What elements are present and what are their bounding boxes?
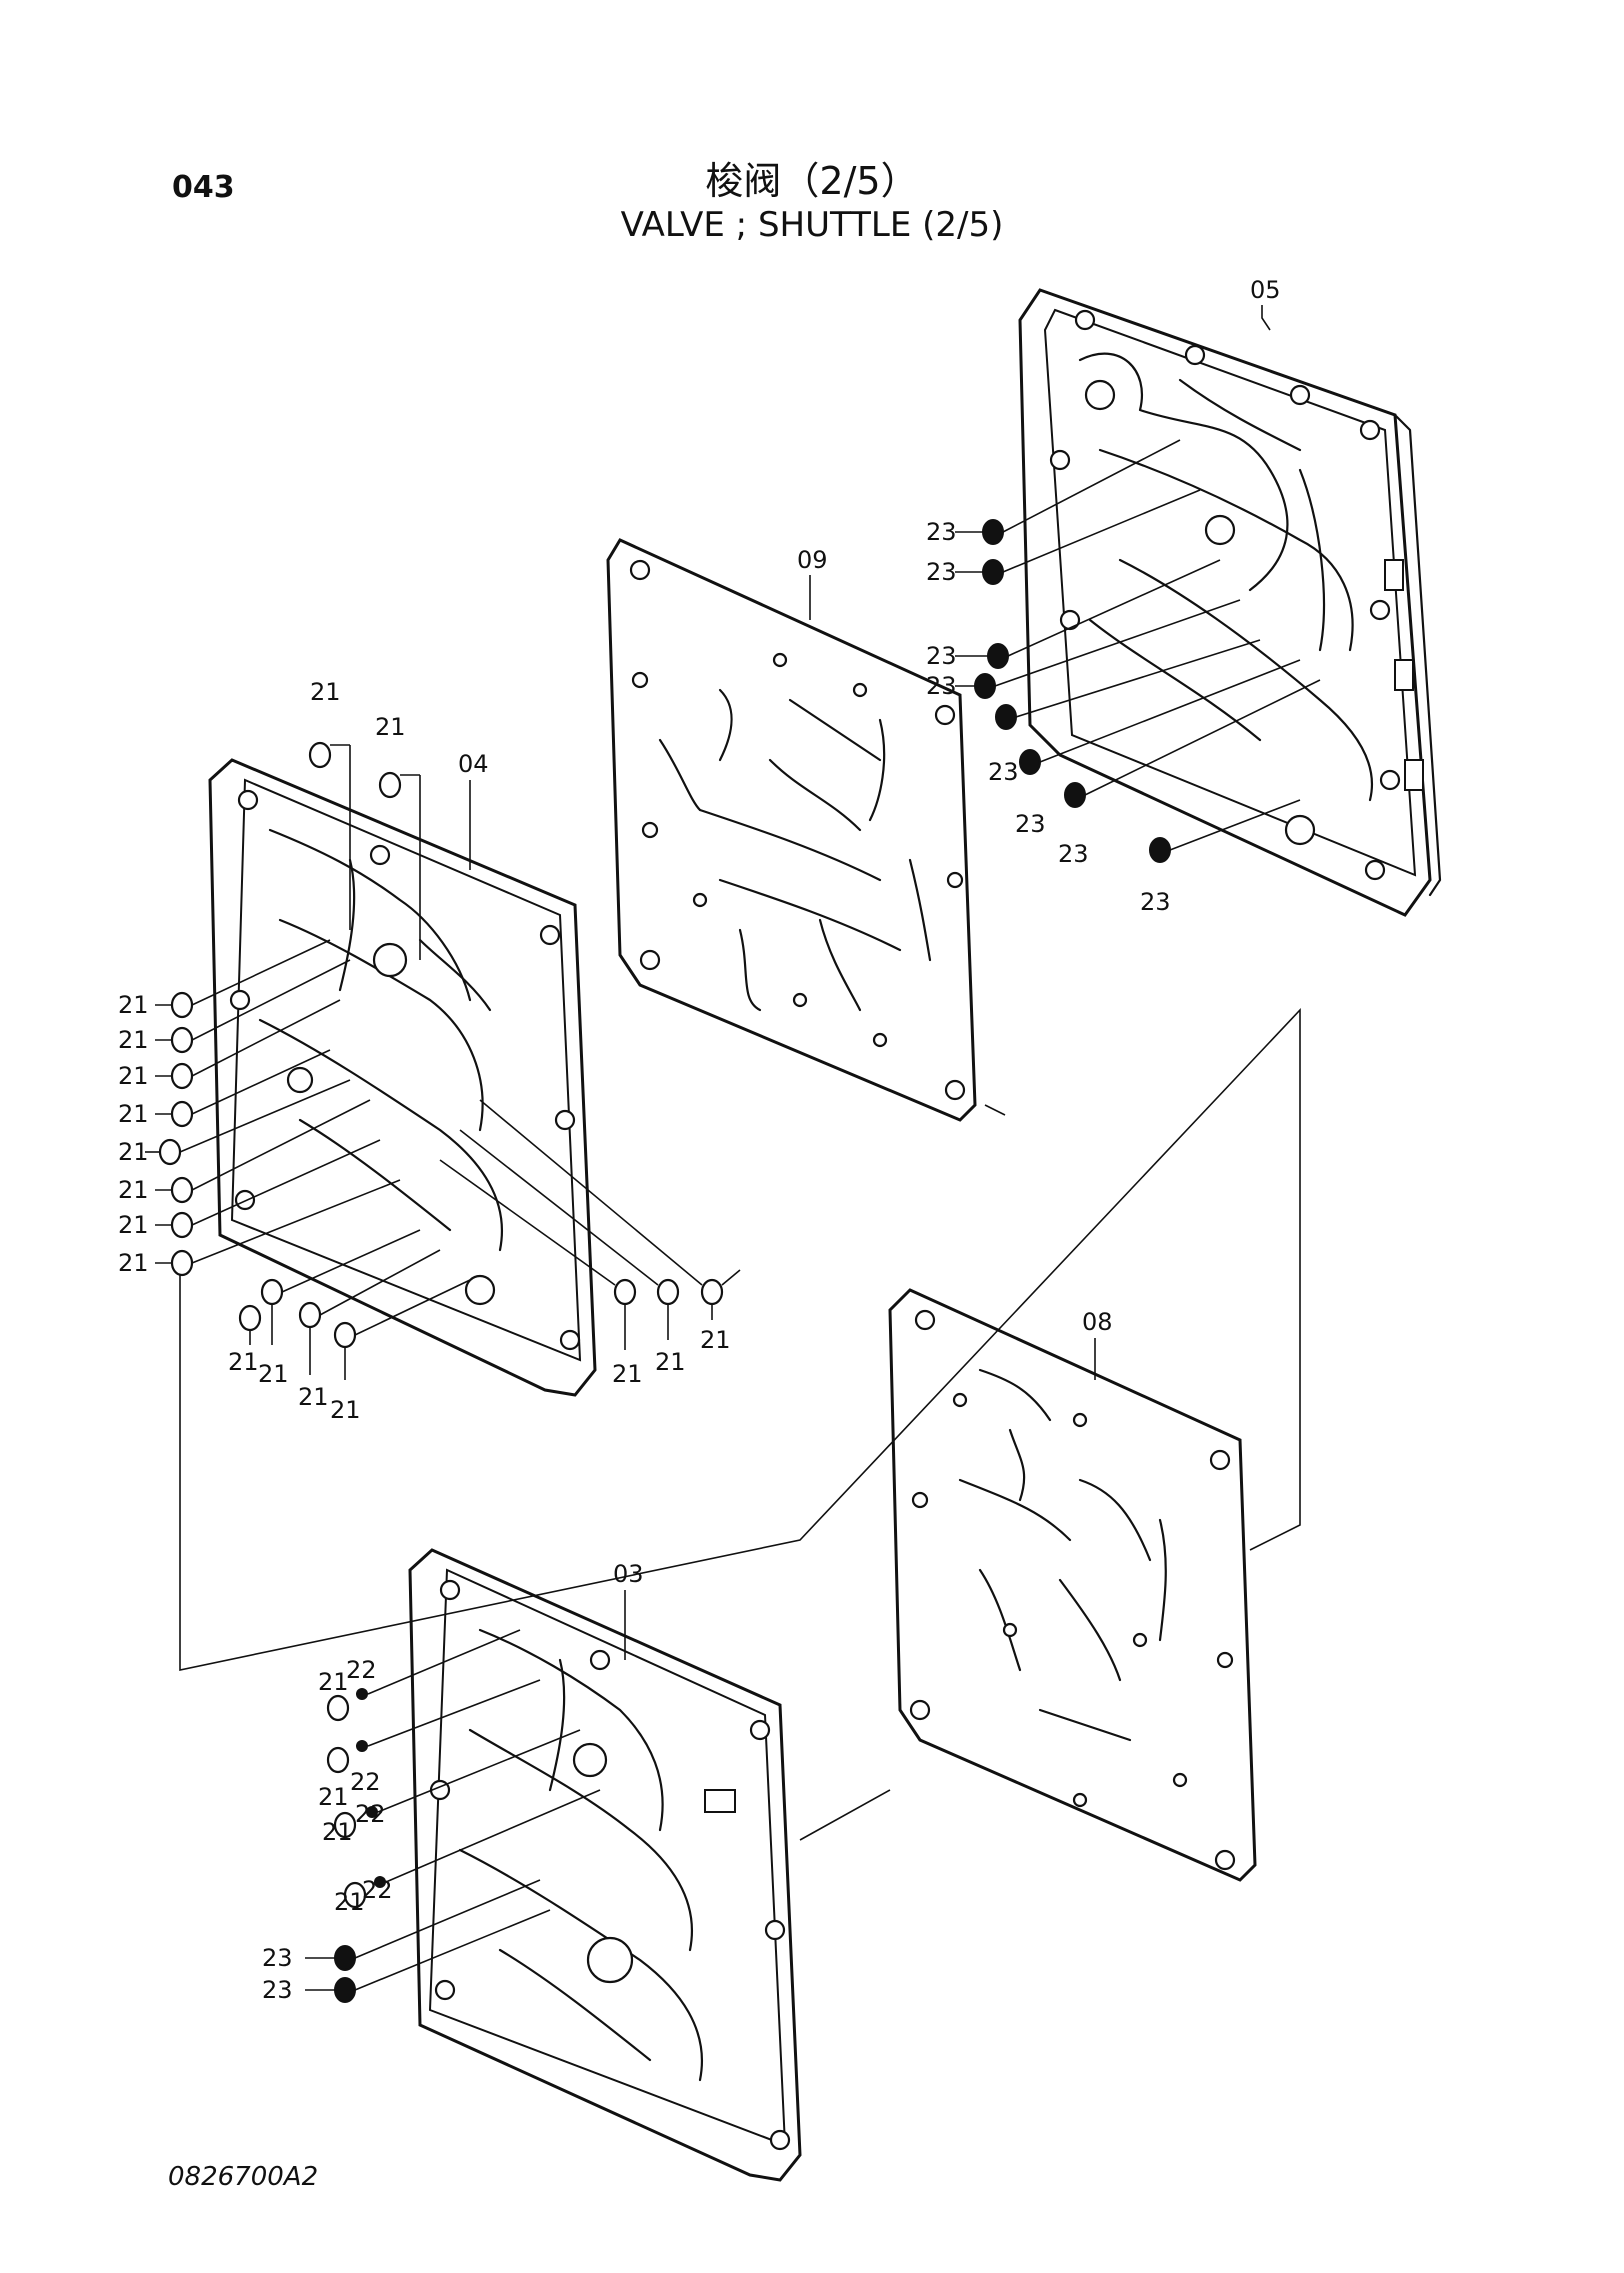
part-05-valve-body: [1018, 288, 1442, 917]
label-part-23-b: 23: [926, 558, 957, 586]
label-part-23-e: 23: [988, 758, 1019, 786]
label-part-23-a: 23: [926, 518, 957, 546]
drawing-code: 0826700A2: [168, 2162, 319, 2192]
label-part-21-c4: 21: [334, 1888, 365, 1916]
label-part-21-l2: 21: [118, 1026, 149, 1054]
label-part-21-b4: 21: [330, 1396, 361, 1424]
label-part-23-d: 23: [926, 672, 957, 700]
label-part-21-r1: 21: [612, 1360, 643, 1388]
label-part-21-b2: 21: [258, 1360, 289, 1388]
label-part-21-r2: 21: [655, 1348, 686, 1376]
part-23-group-top: [955, 439, 1321, 863]
label-part-23-h: 23: [1140, 888, 1171, 916]
page-title-chinese: 梭阀（2/5）: [705, 159, 919, 203]
label-part-21-l4: 21: [118, 1100, 149, 1128]
label-part-21-l7: 21: [118, 1211, 149, 1239]
label-part-21-l5: 21: [118, 1138, 149, 1166]
label-part-04: 04: [458, 750, 489, 778]
part-09-plate: [606, 538, 977, 1122]
label-part-21-c2: 21: [318, 1783, 349, 1811]
label-part-21-l6: 21: [118, 1176, 149, 1204]
label-part-21-b3: 21: [298, 1383, 329, 1411]
part-04-valve-body: [208, 758, 597, 1397]
label-part-21-l3: 21: [118, 1062, 149, 1090]
label-part-23-c: 23: [926, 642, 957, 670]
label-part-21-c3: 21: [322, 1818, 353, 1846]
label-part-21-top-a: 21: [310, 678, 341, 706]
label-part-21-top-b: 21: [375, 713, 406, 741]
label-part-23-g: 23: [1058, 840, 1089, 868]
label-part-08: 08: [1082, 1308, 1113, 1336]
label-part-22-c4: 22: [362, 1876, 393, 1904]
label-part-09: 09: [797, 546, 828, 574]
label-part-21-l8: 21: [118, 1249, 149, 1277]
label-part-21-l1: 21: [118, 991, 149, 1019]
label-part-21-r3: 21: [700, 1326, 731, 1354]
part-21-group-middle: [145, 741, 741, 1380]
label-part-05: 05: [1250, 276, 1281, 304]
label-part-23-c1: 23: [262, 1944, 293, 1972]
label-part-22-c1: 22: [346, 1656, 377, 1684]
page-title-english: VALVE ; SHUTTLE (2/5): [620, 205, 1004, 245]
label-part-21-b1: 21: [228, 1348, 259, 1376]
label-part-22-c3: 22: [355, 1800, 386, 1828]
label-part-23-f: 23: [1015, 810, 1046, 838]
label-part-21-c1: 21: [318, 1668, 349, 1696]
part-03-valve-body: [408, 1548, 802, 2182]
label-part-22-c2: 22: [350, 1768, 381, 1796]
page-number: 043: [172, 170, 235, 205]
part-21-22-23-group-bottom: [305, 1629, 601, 2003]
part-08-plate: [888, 1288, 1257, 1882]
label-part-23-c2: 23: [262, 1976, 293, 2004]
